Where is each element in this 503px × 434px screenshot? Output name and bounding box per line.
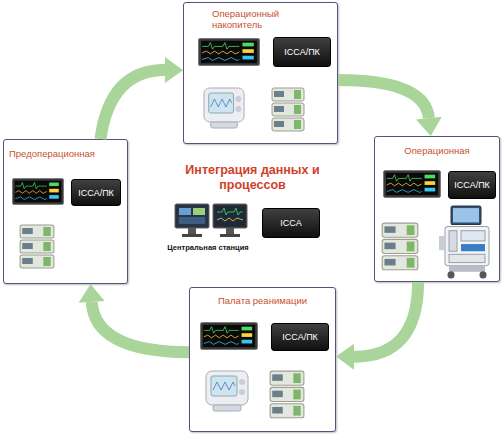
arrow-shaft [92,302,189,352]
arrow-head [416,117,442,136]
cycle-arrow [79,284,189,352]
terminal-label: ICCA/ПК [78,188,114,198]
icca-terminal: ICCA [262,208,320,238]
arrow-shaft [354,282,418,357]
zone-title: Палата реанимации [190,295,335,306]
terminal-label: ICCA/ПК [284,47,320,57]
terminal-label: ICCA/ПК [454,180,490,190]
zone-title: Операционный накопитель [212,8,312,30]
department-box: Палата реанимацииICCA/ПК [189,287,336,432]
icca-terminal: ICCA/ПК [71,179,121,206]
department-box: ПредоперационнаяICCA/ПК [3,139,128,284]
arrow-head [336,344,354,370]
cycle-arrow [101,57,184,139]
department-box: ОперационнаяICCA/ПК [374,136,500,282]
terminal-label: ICCA [280,218,302,228]
terminal-label: ICCA/ПК [282,332,318,342]
department-box: Операционный накопительICCA/ПК [183,2,338,144]
zone-title: Операционная [375,145,499,156]
icca-terminal: ICCA/ПК [448,171,496,199]
station-caption: Центральная станция [158,243,258,252]
central-station [175,204,247,237]
icca-terminal: ICCA/ПК [271,323,329,351]
zone-title: Предоперационная [9,148,124,159]
arrow-head [165,57,183,83]
icca-terminal: ICCA/ПК [273,37,331,67]
arrow-shaft [101,70,166,139]
arrow-shaft [338,80,429,118]
arrow-head [79,284,105,303]
cycle-arrow [336,282,418,370]
cycle-arrow [338,80,442,136]
center-heading: Интеграция данных и процессов [160,163,345,193]
